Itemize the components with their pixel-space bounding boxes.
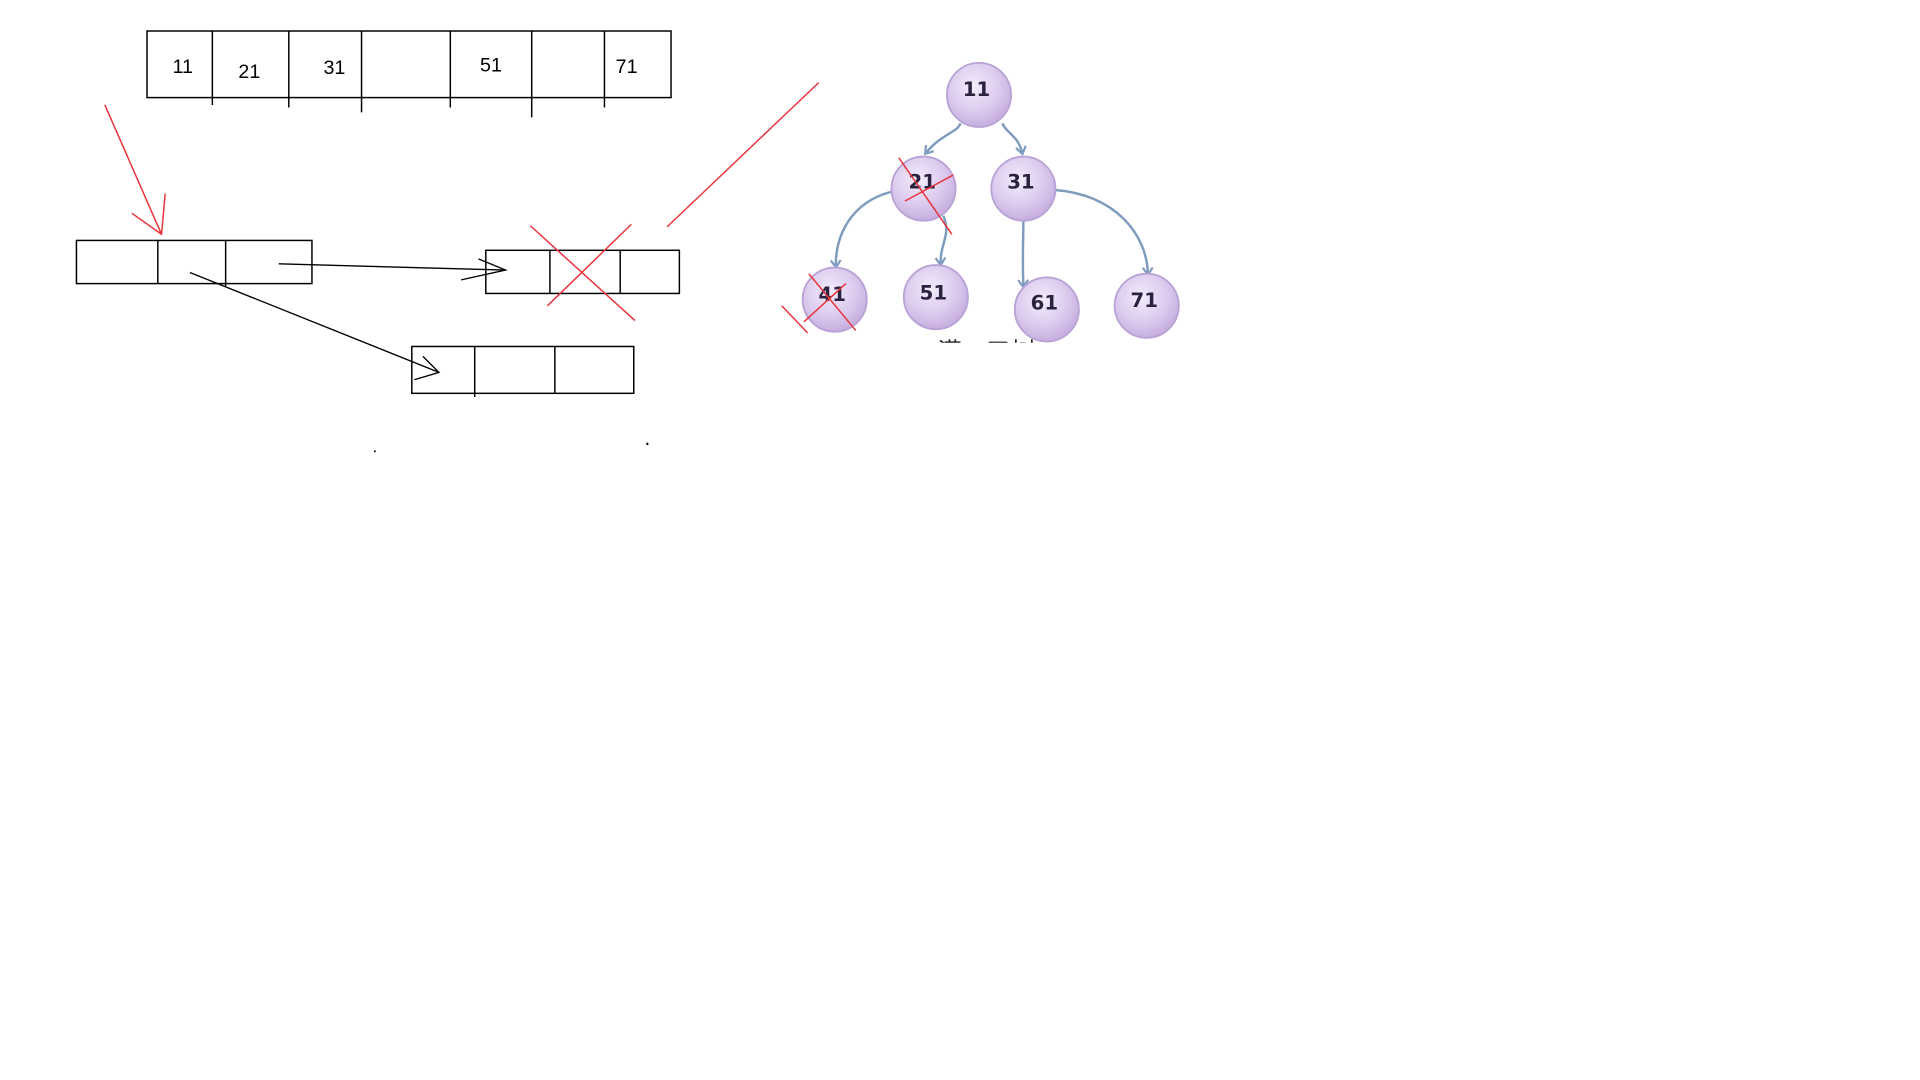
linked-node-right [485,249,681,295]
tree-red-cross-41 [803,273,857,331]
tree-node-21: 21 [890,155,957,222]
array: 11 21 31 51 71 [146,30,672,118]
tree-node-label: 41 [819,283,846,306]
linked-node-left [75,239,313,287]
tree-node-51: 51 [902,264,969,331]
tree-edge [923,122,962,156]
node-box [485,249,681,295]
tree-node-label: 71 [1130,289,1157,312]
tree-node-11: 11 [946,61,1012,128]
tree-edge [934,215,948,268]
tree-edge [1017,219,1029,290]
array-frame [146,30,672,99]
red-cross-mark [529,223,636,322]
tree-node-61: 61 [1013,276,1080,343]
node-box [411,345,635,395]
array-cell: 71 [616,56,638,78]
tree-node-label: 51 [920,282,947,305]
tree-node-41: 41 [801,266,868,333]
red-connector-line [666,82,820,228]
tree-caption-clip: 满二叉树 [937,337,1036,366]
tree-node-label: 21 [909,171,936,194]
linked-structure [75,82,820,453]
stray-dot [373,450,376,453]
tree-edge [1001,122,1027,157]
binary-tree: 11 21 31 41 51 61 [801,61,1180,366]
tree-edge [829,189,895,270]
red-tick-mark [781,305,809,334]
tree-edge [1054,188,1154,277]
tree-caption: 满二叉树 [937,337,1036,366]
red-arrow [104,104,166,236]
array-cell: 31 [323,57,345,79]
tree-node-label: 31 [1007,171,1034,194]
tree-node-31: 31 [990,155,1057,222]
pointer-arrow-right [278,258,508,281]
array-cell: 21 [238,61,260,83]
node-box [75,239,313,285]
tree-node-71: 71 [1113,272,1180,339]
pointer-arrow-down [189,271,441,381]
tree-node-label: 11 [963,78,990,101]
array-cell: 51 [480,55,502,77]
array-cell: 11 [173,56,193,78]
stray-dot [646,442,649,446]
tree-node-label: 61 [1031,291,1058,314]
tree-red-cross-21 [898,157,954,235]
linked-node-bottom [411,345,635,398]
